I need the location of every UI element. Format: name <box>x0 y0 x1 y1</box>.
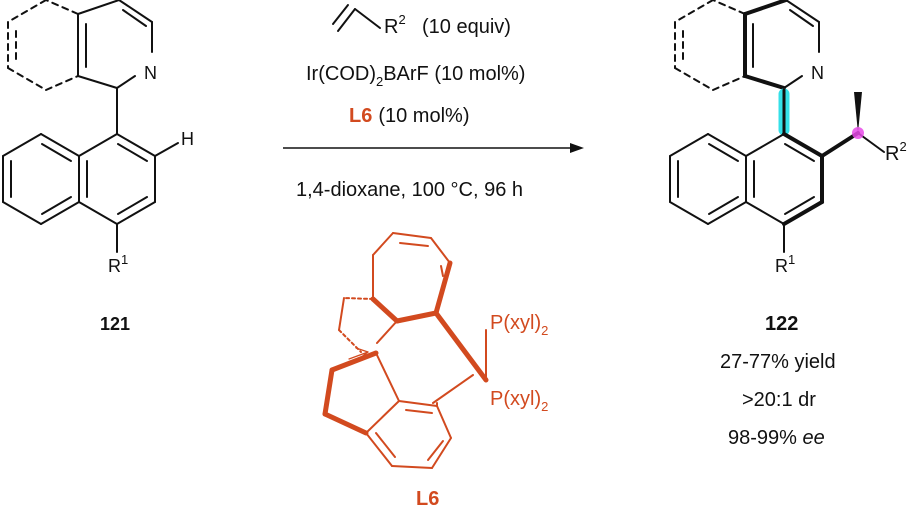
ligand-phosphine-lower: P(xyl)2 <box>490 388 548 414</box>
ligand-l6-structure <box>322 232 489 469</box>
stereocenter-marker <box>852 127 864 139</box>
product-122-structure <box>674 0 820 91</box>
product-compound-label: 122 <box>765 313 798 335</box>
ligand-loading-line: L6(10 mol%) <box>349 105 469 127</box>
alkene-reagent-structure <box>332 4 381 32</box>
alkene-equivalents: (10 equiv) <box>422 16 511 38</box>
stereo-wedge-methyl <box>854 92 862 133</box>
product-naphthalene <box>669 131 885 253</box>
ligand-compound-label: L6 <box>416 488 439 510</box>
reactant-121-structure <box>2 0 179 253</box>
ligand-phosphine-upper: P(xyl)2 <box>490 312 548 338</box>
product-dashed-benzo-ring <box>674 0 746 91</box>
reactant-compound-label: 121 <box>100 314 130 334</box>
dashed-benzo-ring <box>7 0 79 91</box>
product-r2-substituent: R2 <box>885 139 907 165</box>
reactant-nitrogen-atom: N <box>144 63 157 83</box>
product-nitrogen-atom: N <box>811 63 824 83</box>
reaction-arrow <box>283 143 584 153</box>
product-yield: 27-77% yield <box>720 351 836 373</box>
product-ee: 98-99% ee <box>728 427 825 449</box>
product-r1-substituent: R1 <box>775 252 795 276</box>
reactant-r1-substituent: R1 <box>108 252 128 276</box>
catalyst-line: Ir(COD)2BArF (10 mol%) <box>306 63 525 89</box>
reactant-hydrogen-atom: H <box>181 129 194 149</box>
solvent-temperature-time: 1,4-dioxane, 100 °C, 96 h <box>296 179 523 201</box>
alkene-r2-substituent: R2 <box>384 12 406 38</box>
product-dr: >20:1 dr <box>742 389 816 411</box>
